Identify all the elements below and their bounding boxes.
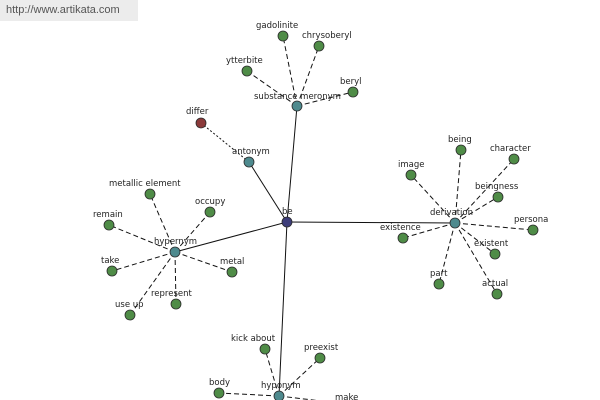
node-ytterbite[interactable] [241,65,253,77]
graph-labels: gadolinite chrysoberyl ytterbite beryl subst… [93,21,548,400]
edge-hypernym-metallic-element [149,193,176,253]
label-chrysoberyl[interactable]: chrysoberyl [302,31,352,41]
edge-hyponym-kick-about [264,348,280,397]
node-kick-about[interactable] [259,343,271,355]
node-persona[interactable] [527,224,539,236]
label-gadolinite[interactable]: gadolinite [256,21,298,31]
edge-derivation-character [454,158,515,224]
node-take[interactable] [106,265,118,277]
node-image[interactable] [405,169,417,181]
edge-hypernym-remain [108,224,176,253]
edge-hypernym-represent [174,251,177,305]
edge-substance-meronym-chrysoberyl [296,45,320,107]
edge-be-antonym [248,161,288,223]
node-substance-meronym[interactable] [291,100,303,112]
label-beingness[interactable]: beingness [475,182,519,192]
edge-be-substance-meronym [286,105,298,223]
edge-derivation-image [410,174,456,224]
label-kick-about[interactable]: kick about [231,334,276,344]
edge-hypernym-use-up [129,251,176,316]
label-preexist[interactable]: preexist [304,343,339,353]
edge-derivation-actual [454,222,498,295]
node-body[interactable] [213,387,225,399]
label-being[interactable]: being [448,135,472,145]
edge-hypernym-occupy [174,211,211,253]
node-existence[interactable] [397,232,409,244]
edge-hyponym-body [218,392,280,397]
label-take[interactable]: take [101,256,119,266]
label-body[interactable]: body [209,378,230,388]
edge-hyponym-make [278,395,318,400]
label-hypernym[interactable]: hypernym [154,237,197,247]
node-center-be[interactable] [281,216,293,228]
label-beryl[interactable]: beryl [340,77,362,87]
node-chrysoberyl[interactable] [313,40,325,52]
edge-derivation-persona [454,222,534,231]
edge-be-hyponym [278,221,288,397]
node-hypernym[interactable] [169,246,181,258]
node-antonym[interactable] [243,156,255,168]
node-beryl[interactable] [347,86,359,98]
label-hyponym[interactable]: hyponym [261,381,301,391]
node-part[interactable] [433,278,445,290]
label-substance-meronym[interactable]: substance meronym [254,92,341,102]
graph-nodes [103,30,539,400]
edge-hypernym-take [111,251,176,272]
label-existent[interactable]: existent [474,239,509,249]
edge-derivation-part [438,222,456,285]
node-being[interactable] [455,144,467,156]
site-url[interactable]: http://www.artikata.com [0,0,138,21]
label-metallic-element[interactable]: metallic element [109,179,181,189]
node-use-up[interactable] [124,309,136,321]
edge-derivation-being [454,149,462,224]
edge-be-derivation [286,221,456,224]
label-persona[interactable]: persona [514,215,548,225]
node-beingness[interactable] [492,191,504,203]
label-ytterbite[interactable]: ytterbite [226,56,263,66]
node-represent[interactable] [170,298,182,310]
edge-substance-meronym-beryl [296,91,354,107]
label-center-be[interactable]: be [282,207,293,217]
edge-derivation-existent [454,222,496,255]
node-metallic-element[interactable] [144,188,156,200]
graph-edges [108,35,534,400]
node-metal[interactable] [226,266,238,278]
edge-hyponym-preexist [278,357,321,397]
edge-hypernym-metal [174,251,233,273]
node-derivation[interactable] [449,217,461,229]
node-remain[interactable] [103,219,115,231]
label-make[interactable]: make [335,393,358,400]
label-antonym[interactable]: antonym [232,147,270,157]
label-occupy[interactable]: occupy [195,197,225,207]
label-existence[interactable]: existence [380,223,421,233]
node-character[interactable] [508,153,520,165]
node-existent[interactable] [489,248,501,260]
node-gadolinite[interactable] [277,30,289,42]
node-differ[interactable] [195,117,207,129]
node-hyponym[interactable] [273,390,285,400]
label-differ[interactable]: differ [186,107,209,117]
node-actual[interactable] [491,288,503,300]
label-actual[interactable]: actual [482,279,508,289]
edge-derivation-existence [402,222,456,239]
label-part[interactable]: part [430,269,448,279]
edge-derivation-beingness [454,196,499,224]
label-use-up[interactable]: use up [115,300,144,310]
node-occupy[interactable] [204,206,216,218]
edge-be-hypernym [174,221,288,253]
node-preexist[interactable] [314,352,326,364]
label-image[interactable]: image [398,160,424,170]
edge-substance-meronym-ytterbite [246,70,298,107]
label-remain[interactable]: remain [93,210,123,220]
label-character[interactable]: character [490,144,531,154]
label-represent[interactable]: represent [151,289,193,299]
edge-substance-meronym-gadolinite [282,35,298,107]
label-metal[interactable]: metal [220,257,244,267]
label-derivation[interactable]: derivation [430,208,473,218]
